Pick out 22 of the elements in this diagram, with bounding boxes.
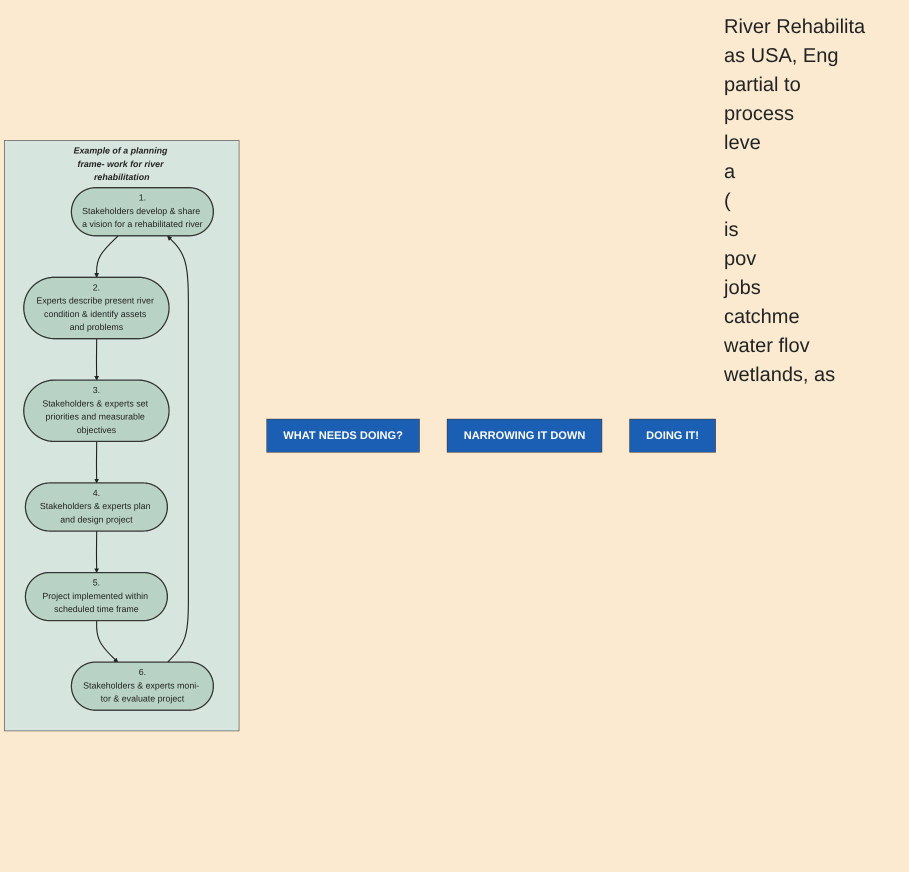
clipped-body-text: leve	[724, 132, 762, 155]
clipped-body-text: pov	[724, 248, 758, 271]
clipped-body-text: catchme	[724, 306, 801, 329]
clipped-body-text: (	[724, 190, 732, 213]
node-box: WHAT NEEDS DOING?	[266, 419, 420, 453]
clipped-body-text: as USA, Eng	[724, 45, 840, 68]
arrow	[94, 442, 100, 484]
clipped-body-text: process	[724, 103, 796, 126]
node-box: DOING IT!	[629, 419, 716, 453]
clipped-body-text: partial to	[724, 74, 802, 97]
arrow	[96, 621, 118, 663]
clipped-body-text: is	[724, 219, 740, 242]
clipped-body-text: wetlands, as	[724, 364, 836, 387]
arrow	[94, 236, 118, 278]
node-box: NARROWING IT DOWN	[446, 419, 602, 453]
clipped-body-text: jobs	[724, 277, 762, 300]
arrow	[166, 236, 189, 664]
clipped-body-text: River Rehabilita	[724, 16, 866, 39]
arrow	[94, 532, 100, 574]
clipped-body-text: a	[724, 161, 736, 184]
arrow	[94, 339, 100, 381]
clipped-body-text: water flov	[724, 335, 811, 358]
